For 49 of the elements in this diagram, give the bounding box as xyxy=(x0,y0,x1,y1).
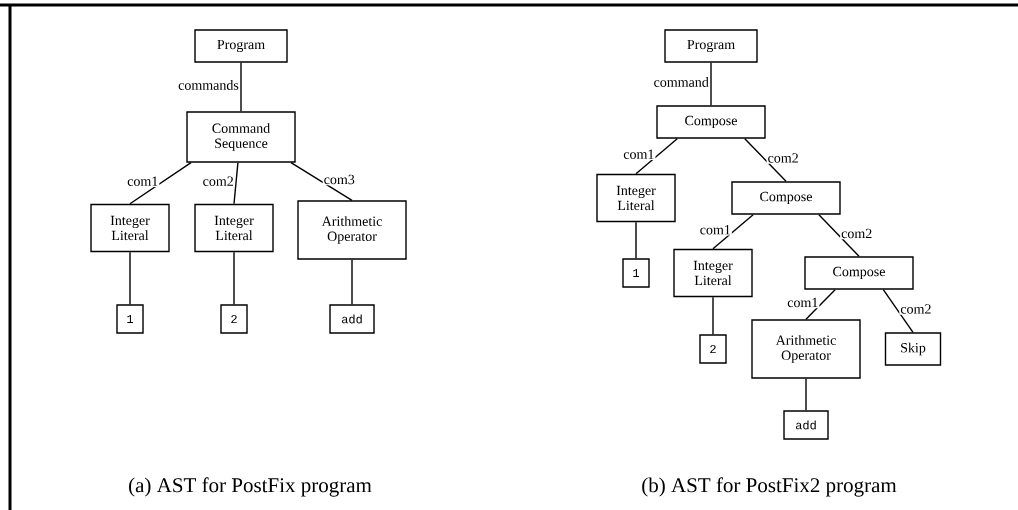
tree-edge xyxy=(805,378,807,411)
ast-node-box: Program xyxy=(664,29,758,63)
caption: (a) AST for PostFix program xyxy=(129,477,372,497)
tree-edge xyxy=(129,251,131,305)
ast-node-box: Integer Literal xyxy=(194,203,274,253)
edge-label: commands xyxy=(177,79,240,91)
edge-label: com1 xyxy=(126,175,160,187)
tree-edge xyxy=(712,296,714,335)
tree-edge xyxy=(712,214,754,250)
value-box: add xyxy=(329,304,375,334)
edge-label: com1 xyxy=(786,296,820,309)
ast-node-box: Command Sequence xyxy=(186,111,296,163)
value-box: add xyxy=(783,410,829,440)
tree-edge xyxy=(240,62,242,112)
edge-label: com2 xyxy=(899,303,933,315)
edge-label: com2 xyxy=(201,175,235,187)
value-box: 2 xyxy=(220,304,248,334)
tree-edge xyxy=(818,214,860,257)
ast-node-box: Integer Literal xyxy=(596,173,676,223)
edge-label: com1 xyxy=(622,148,656,160)
ast-node-box: Compose xyxy=(656,105,766,139)
ast-node-box: Arithmetic Operator xyxy=(751,319,861,379)
tree-edge xyxy=(635,221,637,259)
tree-edge xyxy=(805,289,836,320)
tree-edge xyxy=(233,251,235,305)
edge-label: com2 xyxy=(840,227,874,240)
tree-edge xyxy=(290,162,353,201)
edge-label: com3 xyxy=(322,173,356,186)
ast-node-box: Arithmetic Operator xyxy=(297,200,407,260)
ast-node-box: Integer Literal xyxy=(673,248,753,298)
tree-edge xyxy=(710,62,712,106)
ast-node-box: Skip xyxy=(884,332,942,366)
ast-node-box: Compose xyxy=(731,181,841,215)
ast-node-box: Compose xyxy=(804,256,914,290)
ast-node-box: Program xyxy=(194,29,288,63)
tree-edge xyxy=(233,162,239,205)
value-box: 1 xyxy=(116,304,144,334)
value-box: 1 xyxy=(622,258,650,288)
edge-label: com1 xyxy=(698,224,732,236)
tree-edge xyxy=(744,138,787,182)
edge-label: com2 xyxy=(766,152,800,164)
ast-node-box: Integer Literal xyxy=(90,203,170,253)
tree-edge xyxy=(351,259,353,305)
tree-edge xyxy=(882,289,914,333)
tree-edge xyxy=(635,138,678,175)
caption: (b) AST for PostFix2 program xyxy=(642,477,897,497)
value-box: 2 xyxy=(699,334,727,364)
tree-edge xyxy=(129,162,192,205)
edge-label: command xyxy=(652,76,710,88)
